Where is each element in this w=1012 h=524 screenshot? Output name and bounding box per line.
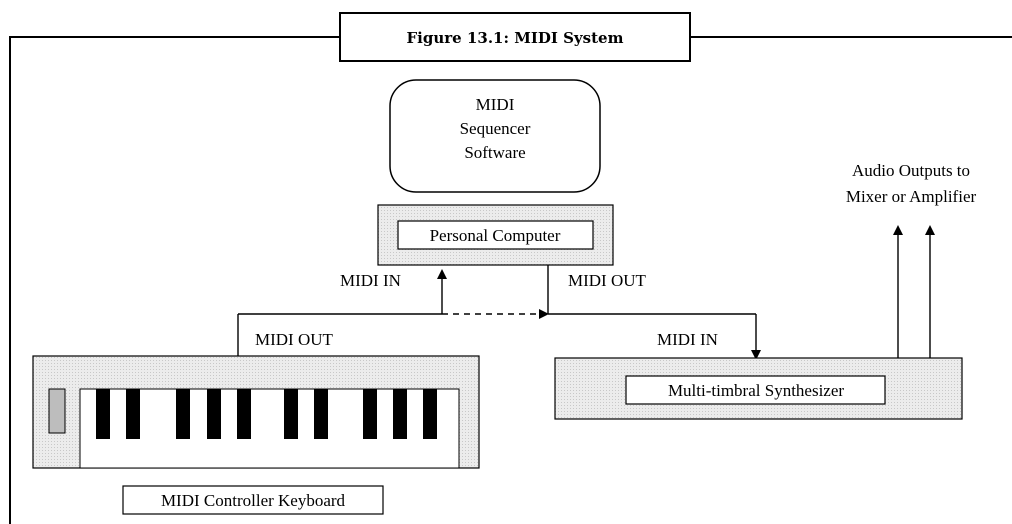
figure-title: Figure 13.1: MIDI System [407, 29, 624, 47]
sequencer-software-box [389, 79, 601, 193]
figure-title-box [339, 12, 691, 62]
black-key [237, 389, 251, 439]
black-key [393, 389, 407, 439]
pc-midi-in-label: MIDI IN [340, 271, 401, 290]
synth-midi-in-label: MIDI IN [657, 330, 718, 349]
keyboard-midi-out-label: MIDI OUT [255, 330, 334, 349]
figure-frame-left [9, 36, 340, 524]
black-key [126, 389, 140, 439]
sequencer-line3: Software [464, 143, 525, 162]
keyboard-control-slot [48, 388, 66, 434]
audio-output-label-line1: Audio Outputs to [852, 161, 970, 180]
audio-output-label-line2: Mixer or Amplifier [846, 187, 977, 206]
personal-computer-label-box [397, 220, 594, 250]
black-key [363, 389, 377, 439]
personal-computer-label: Personal Computer [430, 226, 561, 245]
black-key [207, 389, 221, 439]
black-key [314, 389, 328, 439]
synthesizer-label-box [625, 375, 886, 405]
synthesizer-label: Multi-timbral Synthesizer [668, 381, 844, 400]
black-key [284, 389, 298, 439]
black-key [423, 389, 437, 439]
keyboard-label: MIDI Controller Keyboard [161, 491, 346, 510]
keyboard-black-keys [96, 389, 437, 439]
sequencer-line2: Sequencer [460, 119, 531, 138]
pc-midi-out-label: MIDI OUT [568, 271, 647, 290]
black-key [176, 389, 190, 439]
black-key [96, 389, 110, 439]
keyboard-label-box [122, 485, 384, 515]
sequencer-line1: MIDI [476, 95, 515, 114]
